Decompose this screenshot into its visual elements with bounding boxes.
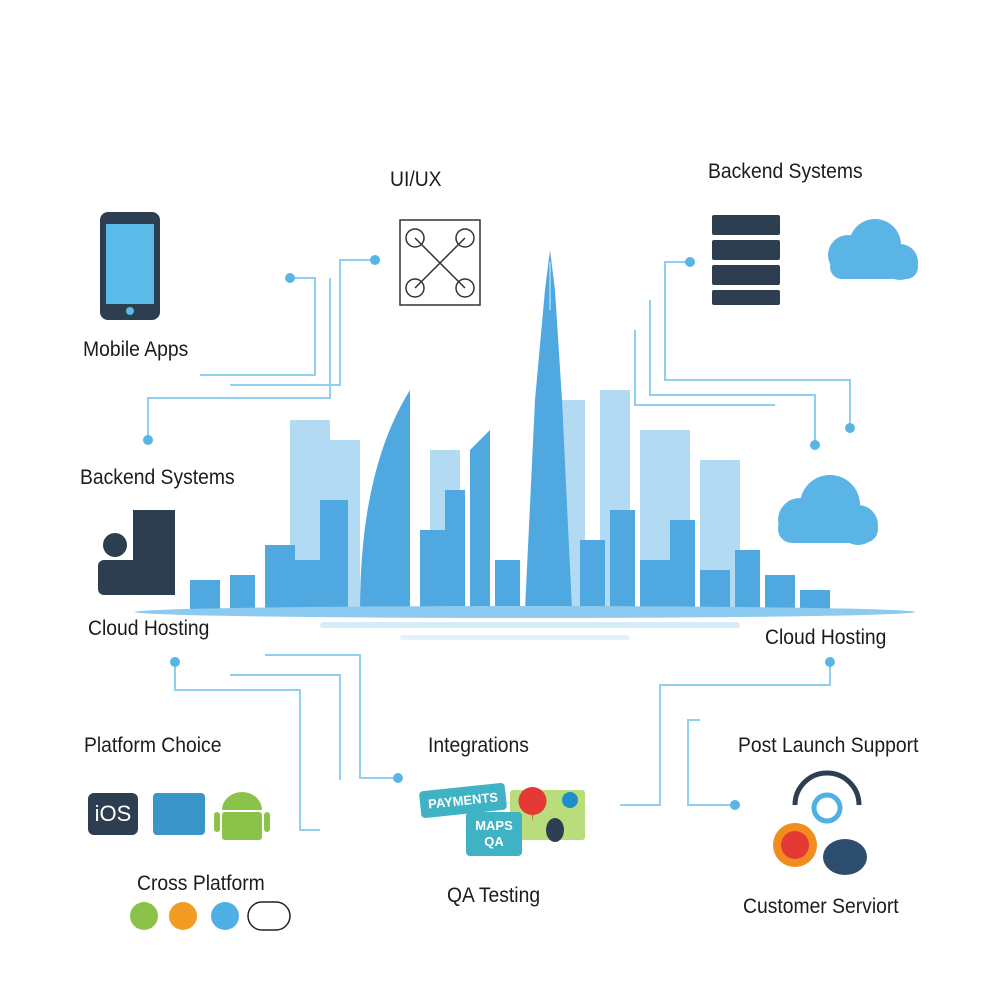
android-icon <box>214 792 270 840</box>
support-server-icon <box>98 510 175 595</box>
label-mobile-apps: Mobile Apps <box>83 338 189 361</box>
wireframe-icon <box>399 219 481 306</box>
ios-icon: iOS <box>88 793 138 835</box>
city-skyline-front <box>190 250 830 610</box>
label-cross-platform: Cross Platform <box>137 872 265 895</box>
label-ui-ux: UI/UX <box>390 168 442 191</box>
server-rack-icon <box>712 215 780 305</box>
label-cloud-hosting-left: Cloud Hosting <box>88 617 210 640</box>
maps-text: MAPS <box>475 818 513 833</box>
customer-support-icon <box>773 770 867 875</box>
label-customer-service: Customer Serviort <box>743 895 899 918</box>
green-dot-icon <box>130 902 158 930</box>
label-platform-choice: Platform Choice <box>84 734 222 757</box>
orange-dot-icon <box>169 902 197 930</box>
map-pin-icon <box>510 787 585 842</box>
bug-icon <box>546 818 564 842</box>
label-qa-testing: QA Testing <box>447 884 541 907</box>
blue-dot-icon <box>211 902 239 930</box>
label-cloud-hosting-right: Cloud Hosting <box>765 626 887 649</box>
cross-platform-tile-icon <box>153 793 205 835</box>
connector-lines <box>147 259 851 831</box>
label-post-launch: Post Launch Support <box>738 734 919 757</box>
label-integrations: Integrations <box>428 734 529 757</box>
label-backend-top: Backend Systems <box>708 160 863 183</box>
connector-dots <box>143 255 855 810</box>
qa-text: QA <box>484 834 504 849</box>
label-backend-left: Backend Systems <box>80 466 235 489</box>
cloud-icon <box>828 219 918 280</box>
water <box>135 606 915 618</box>
toggle-icon <box>247 901 291 931</box>
cloud-icon-2 <box>778 475 878 545</box>
phone-icon <box>100 212 160 320</box>
